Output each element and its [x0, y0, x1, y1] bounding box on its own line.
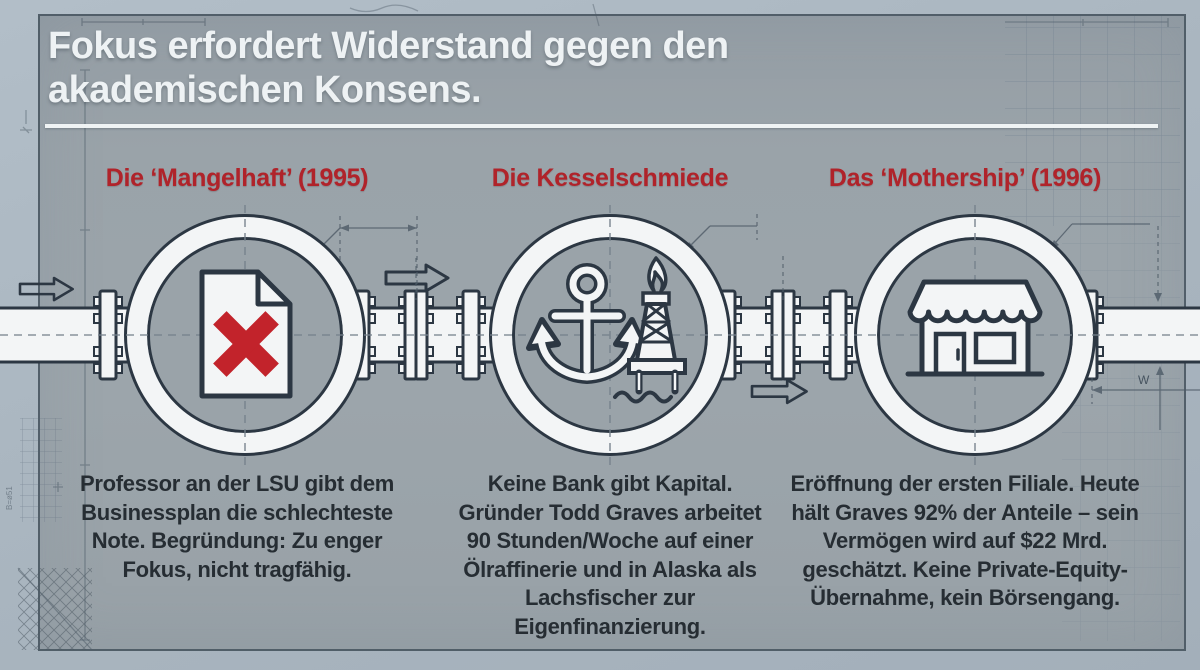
flow-arrow-left	[18, 276, 74, 302]
title-underline	[45, 124, 1158, 128]
section-body-2: Keine Bank gibt Kapital. Gründer Todd Gr…	[458, 471, 762, 639]
flow-arrow-right	[750, 378, 808, 405]
rejected-document-icon	[199, 269, 293, 399]
flow-arrow-middle	[384, 263, 450, 293]
window	[973, 331, 1017, 365]
section-body-3: Eröffnung der ersten Filiale. Heute hält…	[790, 471, 1140, 611]
storefront-icon	[905, 279, 1045, 377]
ruler-label: B=ø51	[5, 486, 14, 510]
flame	[647, 256, 668, 293]
dimension-w-label: W	[1138, 373, 1150, 387]
section-heading-2: Die Kesselschmiede	[491, 164, 729, 192]
awning	[907, 279, 1043, 324]
grid-patch-bottom-left	[20, 418, 62, 522]
section-body-1: Professor an der LSU gibt dem Businesspl…	[79, 471, 395, 582]
anchor-oil-rig-icon	[526, 256, 687, 404]
grid-patch-top-right	[1005, 16, 1180, 226]
section-heading-1: Die ‘Mangelhaft’ (1995)	[105, 164, 369, 192]
door	[933, 331, 967, 377]
section-heading-3: Das ‘Mothership’ (1996)	[828, 164, 1102, 192]
